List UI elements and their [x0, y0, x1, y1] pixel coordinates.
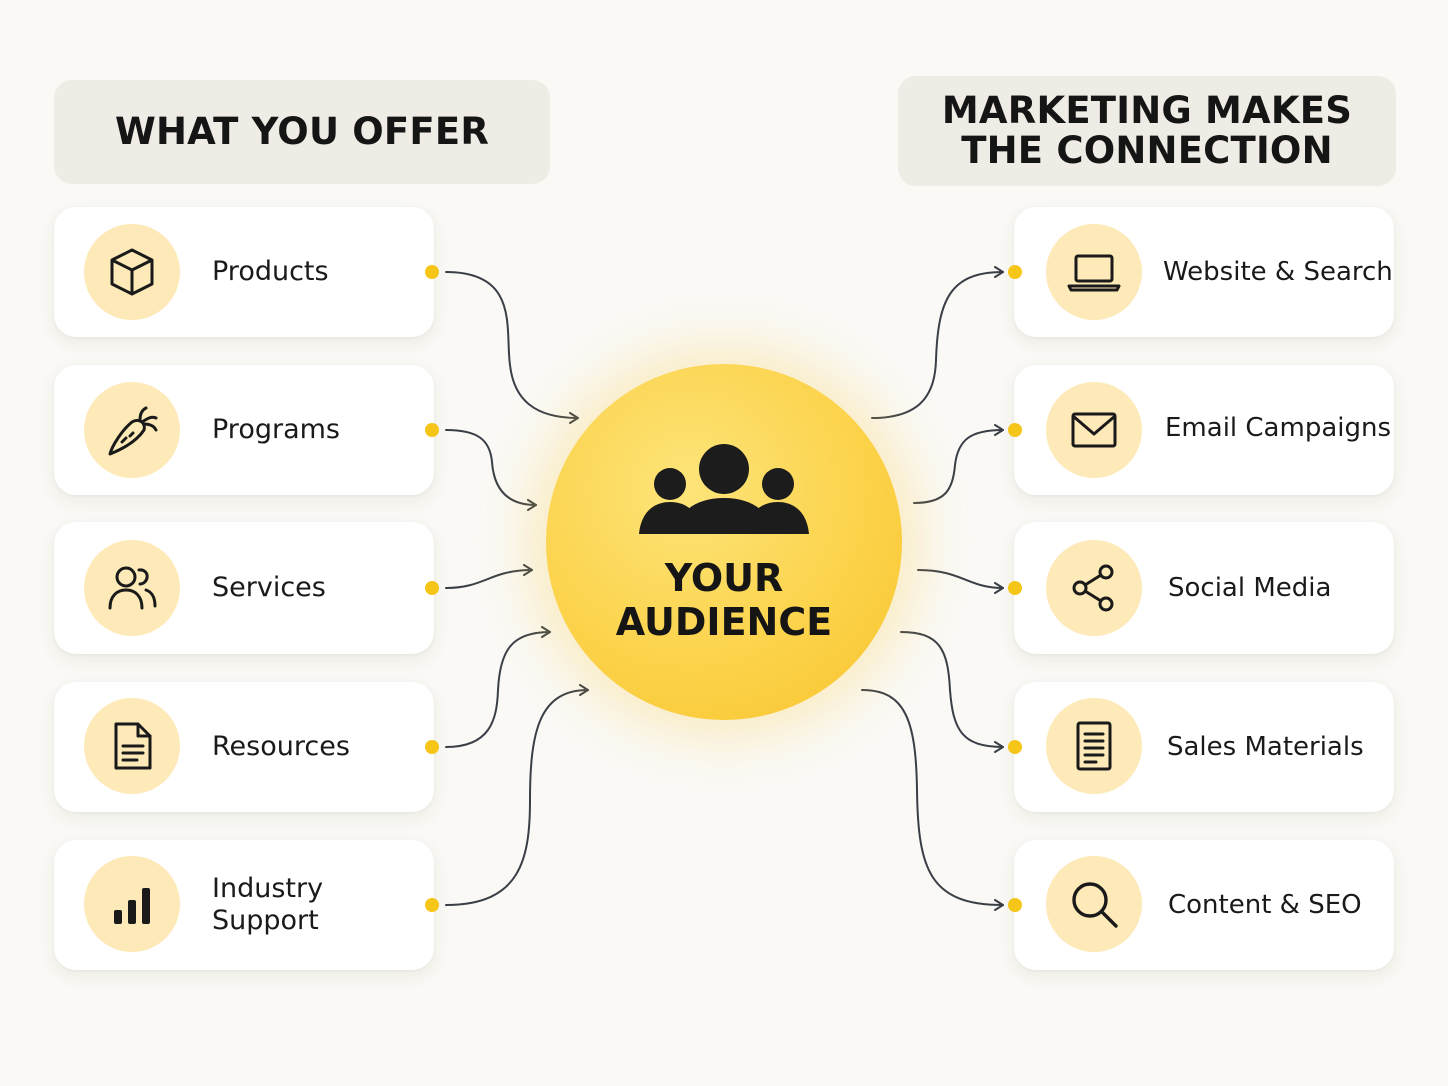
magnifier-icon: [1072, 882, 1118, 928]
offer-label: Products: [212, 256, 329, 287]
marketing-icon-circle: [1046, 540, 1142, 636]
connector-dot: [425, 740, 439, 754]
connector-dot: [1008, 740, 1022, 754]
offer-icon-circle: [84, 540, 180, 636]
connector-dot: [1008, 423, 1022, 437]
hub-label: YOUR AUDIENCE: [615, 556, 833, 644]
carrot-icon: [108, 406, 158, 456]
users-icon: [108, 566, 157, 610]
offer-icon-circle: [84, 382, 180, 478]
connector-content-seo: [861, 689, 1004, 911]
laptop-icon: [1067, 254, 1121, 292]
offer-label: Industry Support: [212, 873, 324, 936]
marketing-label: Email Campaigns: [1165, 413, 1392, 443]
marketing-icon-circle: [1046, 698, 1142, 794]
share-icon: [1072, 564, 1114, 612]
marketing-label: Sales Materials: [1167, 732, 1364, 762]
offer-label: Services: [212, 572, 326, 603]
offer-label: Resources: [212, 731, 350, 762]
connector-website-search: [871, 266, 1004, 419]
marketing-icon-circle: [1046, 382, 1142, 478]
offer-label: Programs: [212, 414, 340, 445]
box-icon: [110, 248, 154, 296]
marketing-label: Website & Search: [1163, 257, 1393, 287]
connector-dot: [425, 423, 439, 437]
connector-sales-materials: [900, 631, 1004, 753]
bar-chart-icon: [114, 888, 150, 924]
marketing-icon-circle: [1046, 224, 1142, 320]
connector-dot: [425, 898, 439, 912]
offer-icon-circle: [84, 856, 180, 952]
offer-icon-circle: [84, 224, 180, 320]
marketing-icon-circle: [1046, 856, 1142, 952]
connector-social-media: [917, 569, 1004, 594]
connector-email-campaigns: [913, 424, 1004, 504]
envelope-icon: [1071, 412, 1117, 448]
connector-products: [445, 271, 579, 424]
document-icon: [114, 722, 152, 770]
right-header: MARKETING MAKES THE CONNECTION: [898, 76, 1396, 186]
list-document-icon: [1076, 721, 1112, 771]
audience-group-icon: [639, 444, 809, 534]
connector-dot: [1008, 581, 1022, 595]
connector-programs: [445, 429, 537, 511]
audience-hub: [546, 364, 902, 720]
left-header: WHAT YOU OFFER: [54, 80, 550, 184]
connector-dot: [1008, 898, 1022, 912]
marketing-label: Social Media: [1168, 573, 1332, 603]
connector-dot: [425, 581, 439, 595]
marketing-label: Content & SEO: [1168, 890, 1362, 920]
offer-icon-circle: [84, 698, 180, 794]
connector-resources: [445, 626, 551, 748]
connector-dot: [425, 265, 439, 279]
connector-services: [445, 564, 533, 589]
connector-industry-support: [445, 684, 589, 906]
connector-dot: [1008, 265, 1022, 279]
